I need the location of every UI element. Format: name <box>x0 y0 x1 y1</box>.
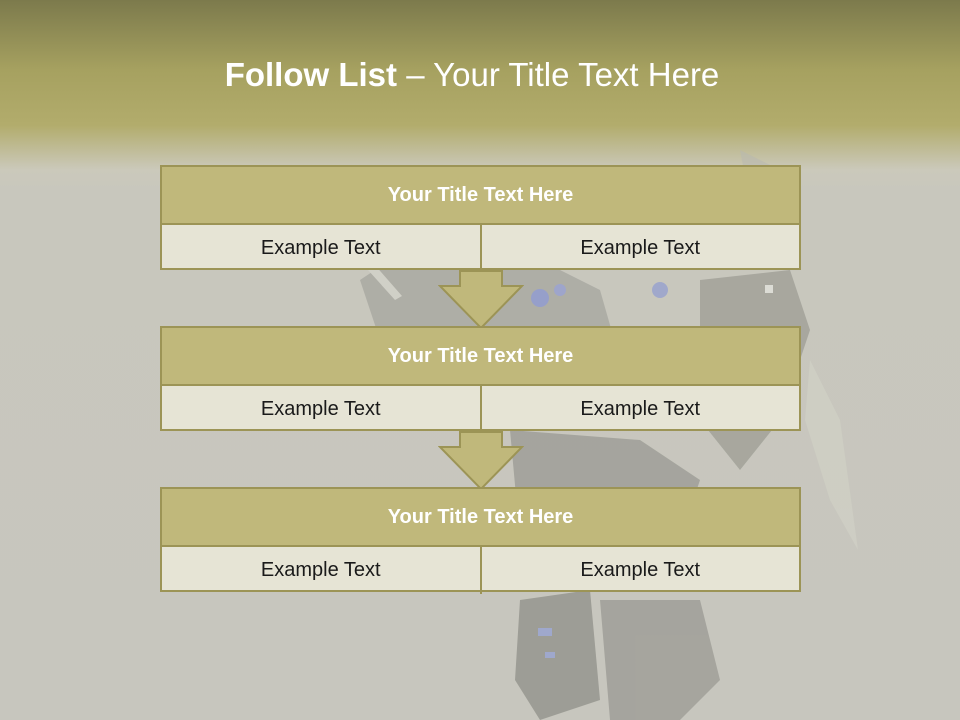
down-arrow-icon <box>438 431 524 491</box>
step-title[interactable]: Your Title Text Here <box>162 167 799 225</box>
step-box-2[interactable]: Your Title Text Here Example Text Exampl… <box>160 326 801 433</box>
step-title[interactable]: Your Title Text Here <box>162 489 799 547</box>
step-left-text[interactable]: Example Text <box>260 559 381 581</box>
slide-title: Follow List – Your Title Text Here <box>0 56 944 94</box>
title-rest-part: – Your Title Text Here <box>397 56 720 93</box>
step-box-1[interactable]: Your Title Text Here Example Text Exampl… <box>160 165 801 272</box>
step-left-text[interactable]: Example Text <box>260 237 381 259</box>
step-title[interactable]: Your Title Text Here <box>162 328 799 386</box>
step-box-3[interactable]: Your Title Text Here Example Text Exampl… <box>160 487 801 594</box>
title-bold-part: Follow List <box>224 56 398 93</box>
step-row: Example Text Example Text <box>162 225 799 272</box>
step-row: Example Text Example Text <box>162 386 799 433</box>
step-right-text[interactable]: Example Text <box>479 386 800 433</box>
down-arrow-icon <box>438 270 524 330</box>
step-row: Example Text Example Text <box>162 547 799 594</box>
step-left-text[interactable]: Example Text <box>260 398 381 420</box>
step-right-text[interactable]: Example Text <box>479 547 800 594</box>
step-right-text[interactable]: Example Text <box>479 225 800 272</box>
